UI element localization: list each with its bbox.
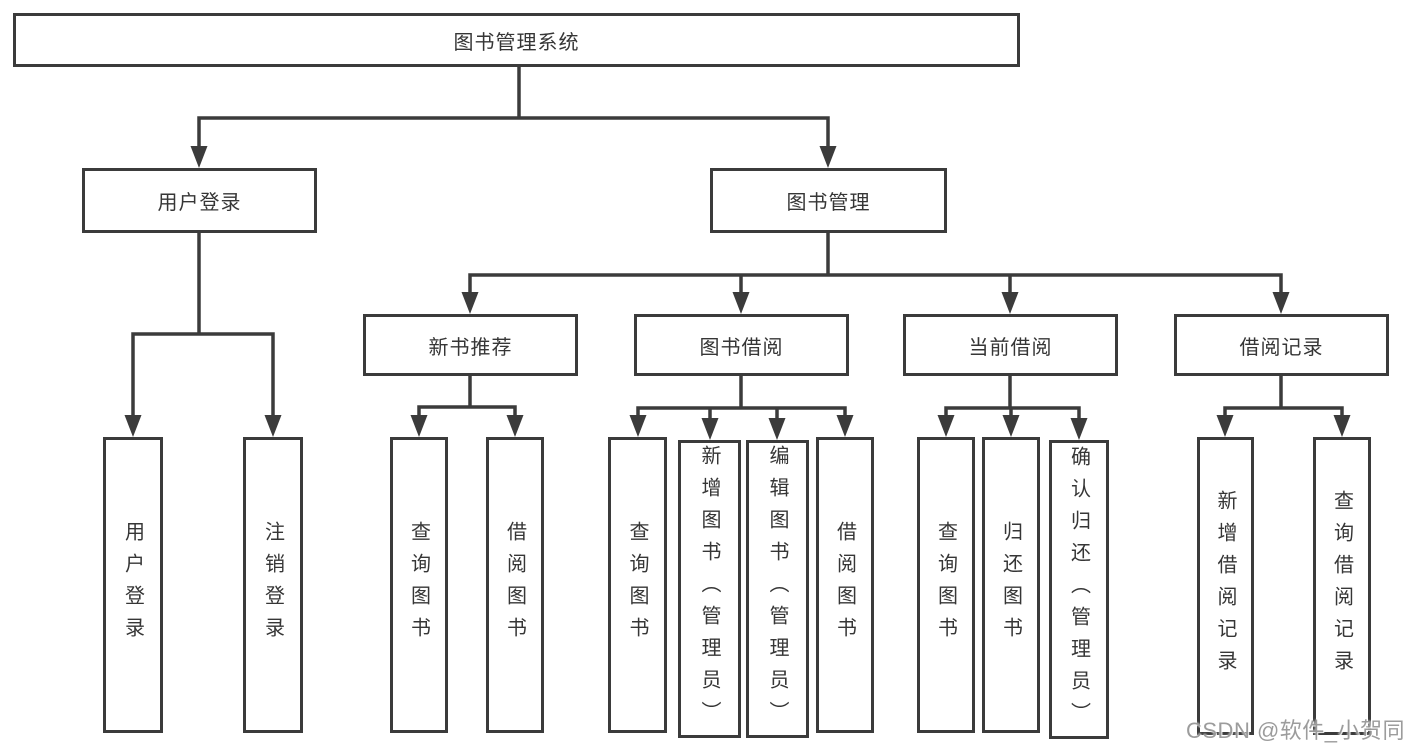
leaf-confirm-return-admin-label: 确认归还（管理员） bbox=[1067, 445, 1090, 734]
node-user-login-label: 用户登录 bbox=[157, 192, 242, 214]
watermark: CSDN @软件_小贺同学 bbox=[1186, 718, 1405, 743]
arrow-down-icon bbox=[836, 415, 854, 437]
leaf-query-books-borrowing-label: 查询图书 bbox=[626, 521, 648, 649]
leaf-edit-books-admin-label: 编辑图书（管理员） bbox=[766, 445, 788, 733]
leaf-query-books-current-label: 查询图书 bbox=[934, 521, 957, 649]
node-current-borrowing-label: 当前借阅 bbox=[968, 336, 1053, 359]
leaf-query-books-recommend: 查询图书 bbox=[390, 437, 448, 733]
arrow-down-icon bbox=[1272, 292, 1290, 314]
node-user-login: 用户登录 bbox=[82, 168, 317, 233]
connector-user-login bbox=[131, 231, 275, 421]
leaf-query-books-borrowing: 查询图书 bbox=[608, 437, 667, 733]
root-node: 图书管理系统 bbox=[13, 13, 1020, 67]
arrow-down-icon bbox=[1333, 415, 1351, 437]
arrow-down-icon bbox=[124, 415, 142, 437]
arrow-down-icon bbox=[264, 415, 282, 437]
arrow-down-icon bbox=[1002, 415, 1020, 437]
leaf-add-borrow-record: 新增借阅记录 bbox=[1197, 437, 1254, 735]
leaf-query-borrow-record-label: 查询借阅记录 bbox=[1330, 490, 1353, 682]
node-borrowing-records: 借阅记录 bbox=[1174, 314, 1389, 376]
leaf-return-books: 归还图书 bbox=[982, 437, 1040, 733]
arrow-down-icon bbox=[819, 146, 837, 168]
leaf-query-borrow-record: 查询借阅记录 bbox=[1313, 437, 1371, 735]
arrow-down-icon bbox=[1070, 418, 1088, 440]
node-book-management: 图书管理 bbox=[710, 168, 947, 233]
arrow-down-icon bbox=[768, 418, 786, 440]
arrow-down-icon bbox=[937, 415, 955, 437]
leaf-logout: 注销登录 bbox=[243, 437, 303, 733]
arrow-down-icon bbox=[732, 292, 750, 314]
leaf-return-books-label: 归还图书 bbox=[999, 521, 1022, 649]
connector-book-borrow bbox=[636, 374, 847, 424]
node-book-management-label: 图书管理 bbox=[786, 192, 871, 214]
arrow-down-icon bbox=[1001, 292, 1019, 314]
leaf-add-books-admin-label: 新增图书（管理员） bbox=[698, 445, 720, 733]
leaf-borrow-books-label: 借阅图书 bbox=[833, 521, 856, 649]
leaf-user-login: 用户登录 bbox=[103, 437, 163, 733]
leaf-borrow-books-recommend-label: 借阅图书 bbox=[503, 521, 526, 649]
leaf-borrow-books-recommend: 借阅图书 bbox=[486, 437, 544, 733]
node-borrowing-records-label: 借阅记录 bbox=[1239, 336, 1324, 359]
arrow-down-icon bbox=[461, 292, 479, 314]
leaf-confirm-return-admin: 确认归还（管理员） bbox=[1049, 440, 1109, 739]
leaf-query-books-current: 查询图书 bbox=[917, 437, 975, 733]
node-current-borrowing: 当前借阅 bbox=[903, 314, 1118, 376]
root-node-label: 图书管理系统 bbox=[453, 31, 580, 54]
connector-current-borrow bbox=[944, 374, 1081, 424]
leaf-add-borrow-record-label: 新增借阅记录 bbox=[1214, 490, 1236, 682]
arrow-down-icon bbox=[1216, 415, 1234, 437]
node-new-book-recommend: 新书推荐 bbox=[363, 314, 578, 376]
leaf-user-login-label: 用户登录 bbox=[121, 521, 144, 649]
arrow-down-icon bbox=[629, 415, 647, 437]
leaf-edit-books-admin: 编辑图书（管理员） bbox=[746, 440, 809, 738]
node-book-borrowing-label: 图书借阅 bbox=[699, 336, 784, 359]
leaf-logout-label: 注销登录 bbox=[261, 521, 284, 649]
arrow-down-icon bbox=[506, 415, 524, 437]
arrow-down-icon bbox=[701, 418, 719, 440]
arrow-down-icon bbox=[410, 415, 428, 437]
leaf-query-books-recommend-label: 查询图书 bbox=[407, 521, 430, 649]
connector-new-book bbox=[417, 374, 517, 421]
node-new-book-recommend-label: 新书推荐 bbox=[428, 336, 513, 359]
leaf-add-books-admin: 新增图书（管理员） bbox=[678, 440, 741, 738]
connector-book-management bbox=[468, 231, 1283, 298]
arrow-down-icon bbox=[190, 146, 208, 168]
node-book-borrowing: 图书借阅 bbox=[634, 314, 849, 376]
connector-root bbox=[197, 65, 830, 152]
leaf-borrow-books: 借阅图书 bbox=[816, 437, 874, 733]
connector-borrow-records bbox=[1223, 374, 1344, 421]
